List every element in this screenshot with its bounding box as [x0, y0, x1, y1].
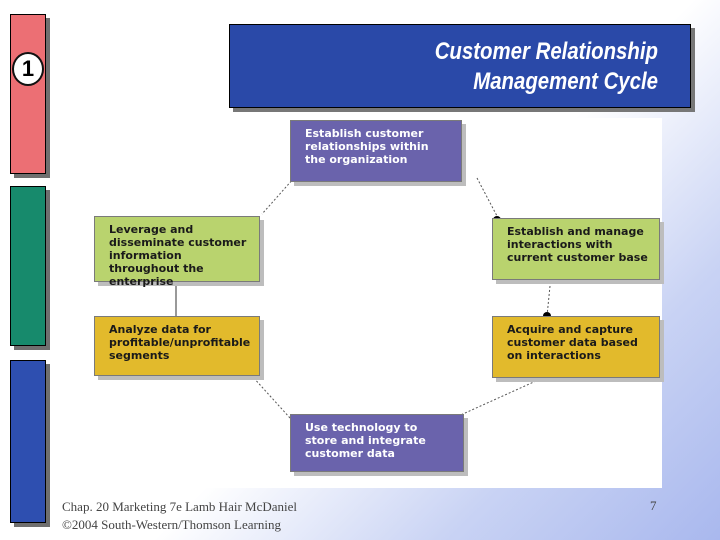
connector-line [476, 177, 498, 217]
left-bar-blue [10, 360, 46, 523]
node-manage-interactions: Establish and manage interactions with c… [492, 218, 660, 280]
left-bar-green [10, 186, 46, 346]
node-analyze-data: Analyze data for profitable/unprofitable… [94, 316, 260, 376]
left-bar-red [10, 14, 46, 174]
node-leverage-information: Leverage and disseminate customer inform… [94, 216, 260, 288]
connector-line [251, 375, 291, 419]
footer-credits: Chap. 20 Marketing 7e Lamb Hair McDaniel… [62, 498, 297, 534]
slide-title-line-1: Customer Relationship [434, 38, 658, 65]
node-establish-relationships: Establish customer relationships within … [290, 120, 462, 182]
title-box: Customer Relationship Management Cycle [229, 24, 691, 108]
connector-line [453, 375, 548, 419]
connector-line [546, 285, 551, 317]
connector-line [261, 177, 295, 215]
crm-cycle-diagram: Establish customer relationships within … [92, 118, 662, 488]
page-number: 7 [650, 498, 657, 513]
footer-line-2: ©2004 South-Western/Thomson Learning [62, 517, 281, 532]
slide-number-badge: 1 [12, 52, 44, 86]
slide-title-line-2: Management Cycle [473, 68, 658, 95]
footer-line-1: Chap. 20 Marketing 7e Lamb Hair McDaniel [62, 499, 298, 514]
node-acquire-data: Acquire and capture customer data based … [492, 316, 660, 378]
node-use-technology: Use technology to store and integrate cu… [290, 414, 464, 472]
